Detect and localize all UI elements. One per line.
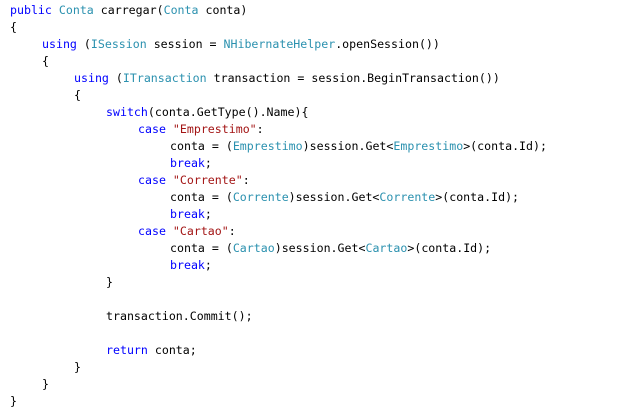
code-type: Emprestimo [393,139,464,153]
code-line: conta = (Cartao)session.Get<Cartao>(cont… [10,240,635,257]
code-text: : [256,122,264,136]
code-line: { [10,87,635,104]
code-line: { [10,19,635,36]
code-type: ITransaction [122,71,207,85]
code-line: case "Corrente": [10,172,635,189]
code-type: Cartao [232,241,275,255]
code-text: conta = ( [170,139,233,153]
code-editor[interactable]: public Conta carregar(Conta conta){using… [10,2,635,410]
code-text: >(conta.Id); [463,139,547,153]
code-line: } [10,359,635,376]
code-keyword: using [74,71,109,85]
code-keyword: using [42,37,77,51]
code-keyword: switch [106,105,148,119]
code-line: return conta; [10,342,635,359]
code-keyword: break [170,156,205,170]
code-line: transaction.Commit(); [10,308,635,325]
code-line: } [10,274,635,291]
code-line: { [10,53,635,70]
code-line: } [10,376,635,393]
code-text: { [74,88,81,102]
code-text: session = [146,37,224,51]
code-line: conta = (Emprestimo)session.Get<Empresti… [10,138,635,155]
code-string: "Cartao" [172,224,229,238]
code-line: case "Emprestimo": [10,121,635,138]
code-line: case "Cartao": [10,223,635,240]
code-keyword: case [138,173,166,187]
code-text: ; [204,156,212,170]
code-type: Conta [58,3,94,17]
code-type: Conta [163,3,199,17]
code-text: )session.Get< [302,139,394,153]
code-text: { [10,20,17,34]
code-line: using (ITransaction transaction = sessio… [10,70,635,87]
code-type: ISession [90,37,147,51]
code-text: } [42,377,49,391]
code-text: } [106,275,113,289]
code-line: switch(conta.GetType().Name){ [10,104,635,121]
code-text: ( [108,71,123,85]
code-line [10,325,635,342]
code-text [166,122,173,136]
code-type: Cartao [365,241,408,255]
code-text: } [74,360,81,374]
code-text: conta) [198,3,248,17]
code-text: transaction.Commit(); [106,309,253,323]
code-keyword: public [10,3,52,17]
code-line: public Conta carregar(Conta conta) [10,2,635,19]
code-line: } [10,393,635,410]
code-text [52,3,59,17]
code-keyword: break [170,258,205,272]
code-text: : [242,173,250,187]
code-text: conta = ( [170,241,233,255]
code-type: Corrente [232,190,289,204]
code-type: Emprestimo [232,139,303,153]
code-type: Corrente [379,190,436,204]
code-string: "Emprestimo" [172,122,257,136]
code-text: >(conta.Id); [407,241,492,255]
code-text: ; [204,258,212,272]
code-line: break; [10,257,635,274]
code-line: break; [10,155,635,172]
code-type: NHibernateHelper [223,37,336,51]
code-text: : [228,224,236,238]
code-text: conta; [147,343,197,357]
code-text: ( [76,37,91,51]
code-text: carregar( [93,3,164,17]
code-line [10,291,635,308]
code-text: } [10,394,17,408]
code-text: )session.Get< [274,241,366,255]
code-text [166,224,173,238]
code-keyword: case [138,122,166,136]
code-text [166,173,173,187]
code-line: using (ISession session = NHibernateHelp… [10,36,635,53]
code-text: transaction = session.BeginTransaction()… [206,71,500,85]
code-text: conta = ( [170,190,233,204]
code-text: )session.Get< [288,190,380,204]
code-text: (conta.GetType().Name){ [147,105,309,119]
code-line: conta = (Corrente)session.Get<Corrente>(… [10,189,635,206]
code-text: .openSession()) [335,37,440,51]
code-keyword: return [106,343,148,357]
code-text: >(conta.Id); [435,190,520,204]
code-text: { [42,54,49,68]
code-text: ; [204,207,212,221]
code-keyword: break [170,207,205,221]
code-keyword: case [138,224,166,238]
code-line: break; [10,206,635,223]
code-string: "Corrente" [172,173,243,187]
